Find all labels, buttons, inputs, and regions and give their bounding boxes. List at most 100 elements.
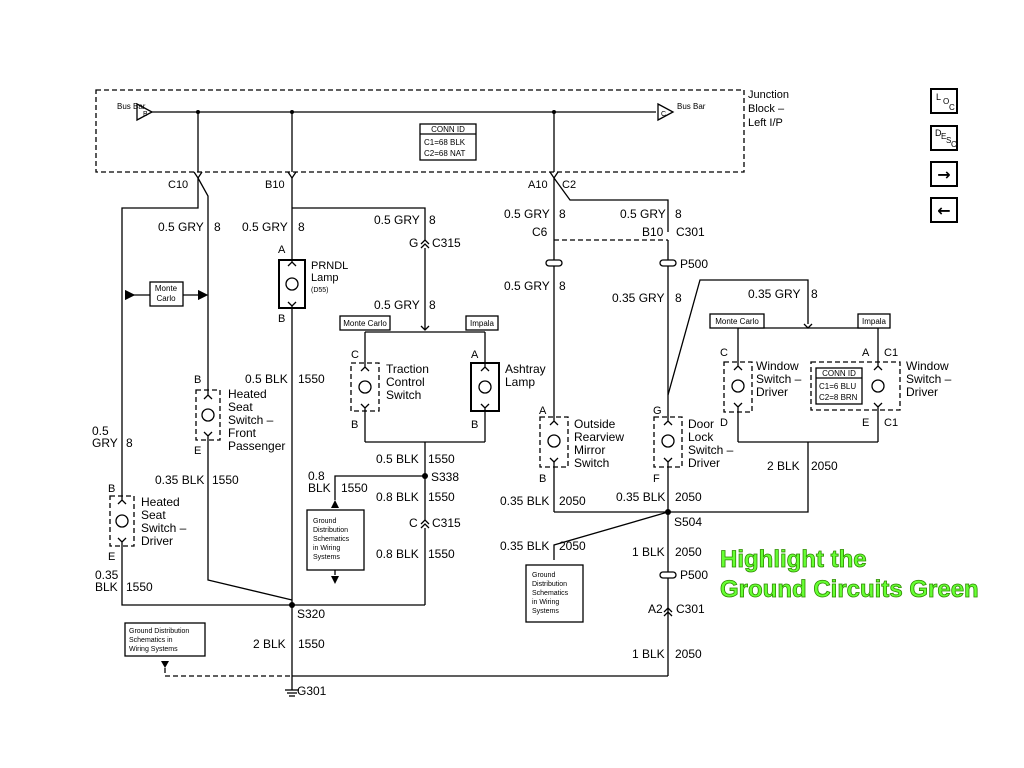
tag-monte-carlo-3 [709,313,765,329]
svg-text:Mirror: Mirror [574,443,605,457]
svg-text:E: E [108,551,115,563]
p500-connector-lower [659,571,677,579]
svg-text:Front: Front [228,426,257,440]
svg-text:C1: C1 [884,417,898,429]
svg-text:0.5 GRY: 0.5 GRY [158,220,204,234]
tag-monte-carlo-1 [124,281,209,307]
svg-text:Door: Door [688,417,714,431]
outside-mirror-switch [539,410,569,468]
svg-text:A: A [278,244,286,256]
tag-impala-3 [857,313,891,329]
svg-text:C1: C1 [884,347,898,359]
svg-text:G301: G301 [297,684,327,698]
svg-text:C2=8 BRN: C2=8 BRN [819,393,858,402]
svg-text:Impala: Impala [470,319,495,328]
highlight-line-2: Ground Circuits Green [720,576,980,604]
svg-text:B: B [108,483,115,495]
svg-text:C: C [409,516,418,530]
svg-text:P500: P500 [680,257,708,271]
svg-text:Window: Window [756,359,799,373]
loc-button[interactable]: L O C [930,88,958,114]
svg-text:0.5 GRY: 0.5 GRY [374,213,420,227]
desc-button[interactable]: D E S C [930,125,958,151]
svg-text:F: F [653,473,660,485]
arrow-left-icon: ← [937,200,951,220]
svg-text:Heated: Heated [141,495,180,509]
desc-icon: D E S C [935,128,957,149]
svg-text:BLK: BLK [95,580,118,594]
svg-text:Monte: Monte [155,284,178,293]
svg-text:C: C [351,349,359,361]
svg-text:0.5: 0.5 [92,424,109,438]
heated-seat-switch-driver [109,490,135,555]
svg-text:Systems: Systems [532,608,559,615]
svg-text:0.5 BLK: 0.5 BLK [376,452,419,466]
svg-text:Distribution: Distribution [313,527,348,534]
bus-bar-left-icon [136,102,154,122]
svg-text:2 BLK: 2 BLK [253,637,286,651]
ground-g301-icon [285,689,299,697]
junction-title-1: Junction [748,89,789,101]
svg-text:Control: Control [386,375,425,389]
svg-text:0.5 GRY: 0.5 GRY [620,207,666,221]
svg-text:1550: 1550 [341,481,368,495]
svg-text:1550: 1550 [212,473,239,487]
svg-text:C1=68 BLK: C1=68 BLK [424,138,466,147]
svg-text:0.35 GRY: 0.35 GRY [748,287,800,301]
svg-text:Switch –: Switch – [141,521,187,535]
svg-text:Monte Carlo: Monte Carlo [343,319,387,328]
prev-button[interactable]: ← [930,197,958,223]
svg-text:2050: 2050 [559,539,586,553]
svg-text:Ground Distribution: Ground Distribution [129,628,189,635]
svg-text:Switch: Switch [386,388,421,402]
svg-text:2050: 2050 [811,459,838,473]
svg-text:Lamp: Lamp [505,375,535,389]
svg-text:Driver: Driver [688,456,720,470]
svg-text:Window: Window [906,359,949,373]
svg-text:Schematics: Schematics [532,590,569,597]
svg-text:8: 8 [429,213,436,227]
svg-text:C2=68 NAT: C2=68 NAT [424,149,466,158]
highlight-instruction: Highlight the Ground Circuits Green [720,545,980,605]
svg-text:Monte Carlo: Monte Carlo [715,317,759,326]
svg-text:Schematics in: Schematics in [129,637,173,644]
svg-text:0.35 BLK: 0.35 BLK [500,494,549,508]
ashtray-lamp [470,345,500,430]
svg-text:0.35 BLK: 0.35 BLK [616,490,665,504]
svg-text:1550: 1550 [428,490,455,504]
bus-bar-right-icon [657,102,675,122]
svg-text:1 BLK: 1 BLK [632,545,665,559]
svg-text:C10: C10 [168,179,188,191]
tag-monte-carlo-2 [339,315,391,331]
svg-text:GRY: GRY [92,436,118,450]
svg-text:Heated: Heated [228,387,267,401]
splice-s320-dot [289,602,295,608]
svg-text:C315: C315 [432,516,461,530]
svg-text:G: G [653,405,662,417]
svg-text:8: 8 [126,436,133,450]
svg-text:Traction: Traction [386,362,429,376]
bus-bar-right-label: Bus Bar [677,102,706,111]
svg-text:Carlo: Carlo [156,294,176,303]
svg-text:A: A [471,349,479,361]
prndl-lamp [278,255,306,312]
svg-text:B: B [471,419,478,431]
svg-text:C2: C2 [562,179,576,191]
svg-text:B: B [351,419,358,431]
junction-title-3: Left I/P [748,117,783,129]
svg-text:A: A [862,347,870,359]
svg-text:B10: B10 [265,179,285,191]
bus-bar-left-label: Bus Bar [117,102,146,111]
svg-text:0.8: 0.8 [308,469,325,483]
svg-text:B10: B10 [642,225,664,239]
svg-text:C6: C6 [532,225,548,239]
ground-note-2 [525,564,584,623]
heated-seat-switch-passenger [195,385,221,445]
svg-text:8: 8 [559,207,566,221]
svg-text:Driver: Driver [141,534,173,548]
next-button[interactable]: → [930,161,958,187]
svg-text:0.35: 0.35 [95,568,119,582]
svg-text:0.35 GRY: 0.35 GRY [612,291,664,305]
conn-id-box-2 [815,367,863,405]
